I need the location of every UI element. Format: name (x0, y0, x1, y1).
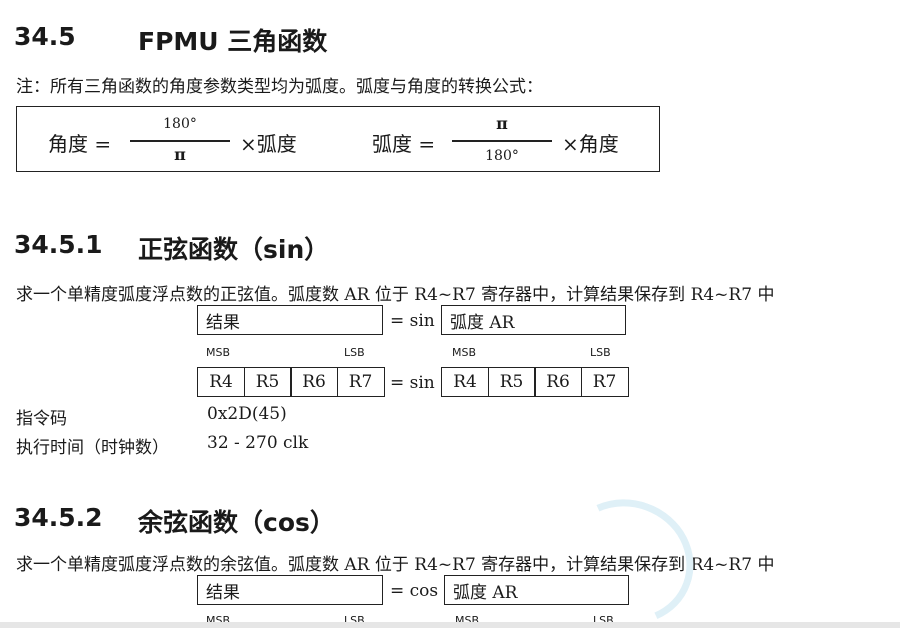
sin-opcode-value: 0x2D(45) (207, 404, 287, 424)
sin-section-title: 正弦函数（sin） (138, 235, 330, 264)
sin-result-label: 结果 (206, 312, 240, 333)
register-cell: R5 (487, 367, 536, 397)
cos-description: 求一个单精度弧度浮点数的余弦值。弧度数 AR 位于 R4~R7 寄存器中，计算结… (16, 555, 775, 575)
section-number: 34.5 (14, 22, 76, 51)
sin-exec-time-label: 执行时间（时钟数） (16, 438, 169, 458)
formula-right-lhs: 弧度 = (372, 132, 436, 156)
formula-left-fraction-bar (130, 140, 230, 142)
formula-left-denominator: π (174, 145, 186, 164)
sin-result-lsb: LSB (344, 346, 365, 359)
cos-section-title: 余弦函数（cos） (138, 508, 335, 537)
cos-argument-label: 弧度 AR (453, 582, 518, 603)
register-cell: R4 (197, 367, 245, 397)
sin-equals-label: = sin (390, 311, 435, 331)
formula-left-rhs: ×弧度 (240, 132, 297, 156)
cos-equals-label: = cos (390, 581, 439, 601)
watermark-arc (542, 480, 712, 643)
sin-exec-time-value: 32 - 270 clk (207, 433, 309, 453)
register-cell: R4 (441, 367, 489, 397)
cos-result-label: 结果 (206, 582, 240, 603)
sin-argument-registers: R4 R5 R6 R7 (441, 367, 629, 397)
register-cell: R6 (534, 367, 582, 397)
formula-right-fraction-bar (452, 140, 552, 142)
cos-argument-box: 弧度 AR (444, 575, 629, 605)
sin-result-box: 结果 (197, 305, 383, 335)
register-cell: R7 (580, 367, 629, 397)
section-title: FPMU 三角函数 (138, 27, 328, 56)
sin-section-number: 34.5.1 (14, 230, 103, 259)
sin-result-registers: R4 R5 R6 R7 (197, 367, 385, 397)
sin-arg-lsb: LSB (590, 346, 611, 359)
formula-left-lhs: 角度 = (48, 132, 112, 156)
page-bottom-strip (0, 622, 900, 628)
sin-opcode-label: 指令码 (16, 409, 67, 429)
formula-right-denominator: 180° (485, 148, 519, 164)
register-cell: R6 (290, 367, 338, 397)
formula-right-numerator: π (496, 114, 508, 133)
formula-left-numerator: 180° (163, 116, 197, 132)
conversion-formula-box (16, 106, 660, 172)
sin-registers-equals-label: = sin (390, 373, 435, 393)
cos-result-box: 结果 (197, 575, 383, 605)
sin-argument-box: 弧度 AR (441, 305, 626, 335)
formula-right-rhs: ×角度 (562, 132, 619, 156)
sin-result-msb: MSB (206, 346, 231, 359)
cos-section-number: 34.5.2 (14, 503, 103, 532)
register-cell: R7 (336, 367, 385, 397)
sin-argument-label: 弧度 AR (450, 312, 515, 333)
sin-description: 求一个单精度弧度浮点数的正弦值。弧度数 AR 位于 R4~R7 寄存器中，计算结… (16, 285, 775, 305)
conversion-note: 注：所有三角函数的角度参数类型均为弧度。弧度与角度的转换公式： (16, 77, 543, 97)
sin-arg-msb: MSB (452, 346, 477, 359)
register-cell: R5 (243, 367, 292, 397)
